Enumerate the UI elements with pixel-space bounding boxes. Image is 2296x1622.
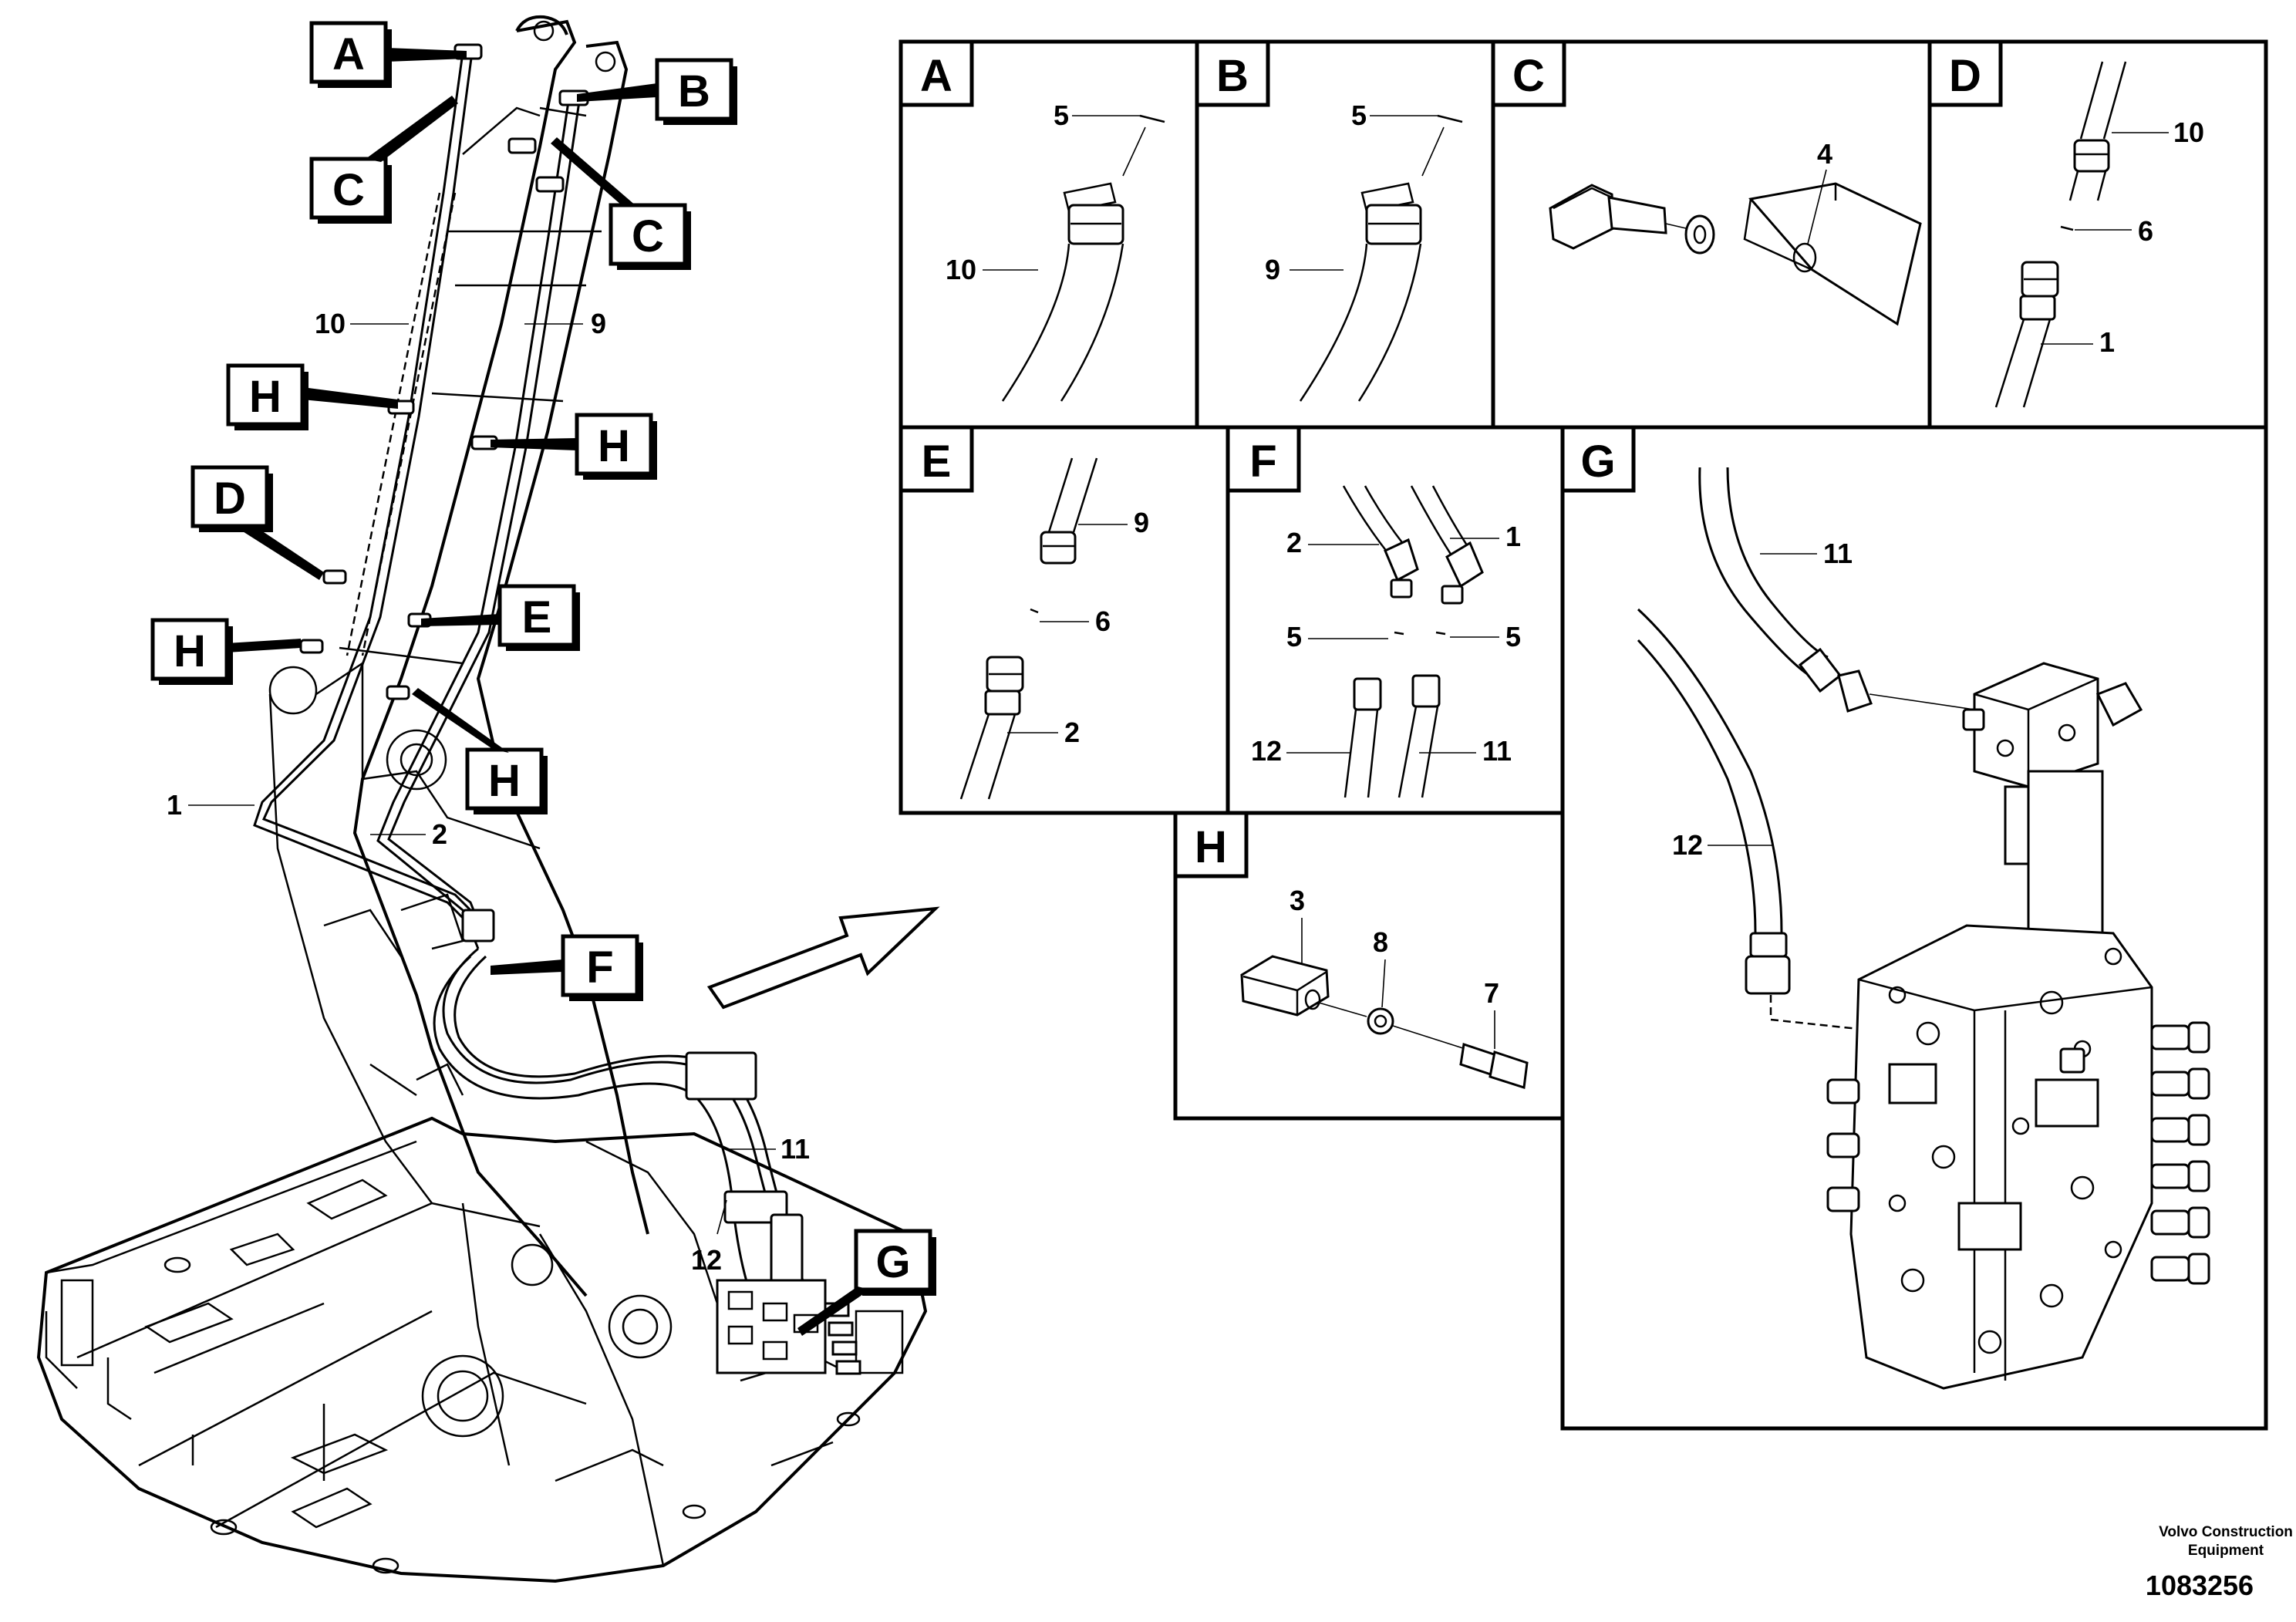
detail-panel-b: B 5 9 xyxy=(1195,39,1495,430)
label-2: 2 xyxy=(432,818,447,850)
callout-c-left: C xyxy=(309,96,458,224)
svg-text:10: 10 xyxy=(2173,116,2204,148)
label-10: 10 xyxy=(315,308,346,339)
svg-text:B: B xyxy=(1216,51,1249,101)
svg-text:F: F xyxy=(1249,437,1276,487)
valve-hoses xyxy=(433,947,815,1327)
svg-text:C: C xyxy=(332,165,365,215)
svg-text:A: A xyxy=(920,51,952,101)
detail-panel-g: G xyxy=(1560,425,2268,1431)
svg-text:8: 8 xyxy=(1373,926,1388,958)
svg-text:2: 2 xyxy=(1286,527,1302,558)
svg-text:E: E xyxy=(922,437,952,487)
svg-text:H: H xyxy=(249,372,282,422)
svg-text:G: G xyxy=(875,1237,910,1287)
svg-text:3: 3 xyxy=(1290,885,1305,916)
boom-hoses xyxy=(253,43,589,949)
callout-b: B xyxy=(577,58,737,125)
svg-text:E: E xyxy=(522,592,552,642)
callout-h-2: H xyxy=(491,413,657,480)
detail-panel-f: F 2 1 5 5 12 xyxy=(1226,425,1565,815)
boom-structure xyxy=(268,15,649,1297)
main-illustration xyxy=(36,15,940,1583)
main-item-numbers: 10 9 1 2 11 12 xyxy=(167,308,810,1276)
callout-g: G xyxy=(797,1229,936,1336)
svg-text:A: A xyxy=(332,29,365,79)
callout-a: A xyxy=(309,21,467,88)
label-9: 9 xyxy=(591,308,606,339)
svg-text:11: 11 xyxy=(1823,538,1853,569)
detail-panels: A 5 10 B 5 9 xyxy=(899,39,2268,1431)
svg-text:H: H xyxy=(598,421,630,471)
svg-text:6: 6 xyxy=(1095,605,1111,637)
svg-text:F: F xyxy=(586,943,613,993)
detail-panel-a: A 5 10 xyxy=(899,39,1199,430)
svg-text:D: D xyxy=(214,474,246,524)
company-name-line1: Volvo Construction xyxy=(2159,1524,2293,1540)
svg-text:11: 11 xyxy=(1482,735,1512,767)
detail-panel-e: E 9 6 2 xyxy=(899,425,1230,815)
svg-text:H: H xyxy=(1195,822,1227,872)
svg-text:C: C xyxy=(632,211,664,261)
company-name-line2: Equipment xyxy=(2188,1543,2264,1559)
pilot-valve-block xyxy=(1962,662,2143,950)
svg-text:C: C xyxy=(1512,51,1545,101)
detail-panel-d: D 10 6 1 xyxy=(1927,39,2268,430)
label-11: 11 xyxy=(781,1133,810,1165)
svg-text:5: 5 xyxy=(1505,621,1521,653)
main-control-valve xyxy=(1826,924,2210,1390)
svg-text:12: 12 xyxy=(1251,735,1282,767)
svg-text:4: 4 xyxy=(1817,138,1832,170)
svg-text:1: 1 xyxy=(2099,326,2115,358)
svg-text:B: B xyxy=(678,66,710,116)
detail-panel-c: C 4 xyxy=(1491,39,1932,430)
svg-text:D: D xyxy=(1949,51,1981,101)
detail-panel-h: H 3 8 7 xyxy=(1173,811,1565,1121)
label-12: 12 xyxy=(691,1244,722,1276)
svg-text:7: 7 xyxy=(1484,977,1499,1009)
svg-text:9: 9 xyxy=(1265,254,1280,285)
svg-text:5: 5 xyxy=(1286,621,1302,653)
svg-text:2: 2 xyxy=(1064,717,1080,748)
svg-text:H: H xyxy=(174,626,206,676)
svg-text:9: 9 xyxy=(1134,507,1149,538)
svg-text:10: 10 xyxy=(946,254,976,285)
svg-text:6: 6 xyxy=(2138,215,2153,247)
svg-text:G: G xyxy=(1580,437,1615,487)
footer: Volvo Construction Equipment 1083256 xyxy=(2146,1524,2293,1601)
callout-h-1: H xyxy=(226,363,398,430)
label-1: 1 xyxy=(167,789,182,821)
svg-text:1: 1 xyxy=(1505,521,1521,552)
callout-d: D xyxy=(190,465,324,580)
callout-h-3: H xyxy=(150,618,301,685)
svg-text:12: 12 xyxy=(1672,829,1703,861)
callout-h-4: H xyxy=(412,688,548,814)
drawing-number: 1083256 xyxy=(2146,1570,2254,1601)
callout-e: E xyxy=(421,584,580,651)
callout-c-right: C xyxy=(551,137,691,270)
control-valve-small xyxy=(716,1279,861,1375)
direction-arrow xyxy=(706,906,940,1010)
svg-text:H: H xyxy=(488,756,521,806)
svg-text:5: 5 xyxy=(1054,99,1069,131)
main-callouts: A B C C H xyxy=(150,21,936,1336)
svg-text:5: 5 xyxy=(1351,99,1367,131)
callout-f: F xyxy=(491,934,643,1001)
